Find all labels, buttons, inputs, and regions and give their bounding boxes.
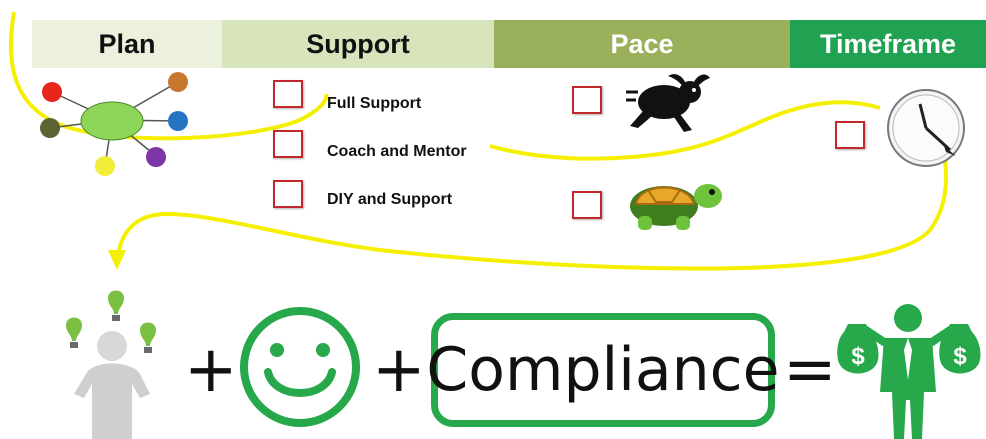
compliance-label: Compliance [426,335,780,405]
checkbox-slow-pace[interactable] [572,191,602,219]
header-plan: Plan [32,20,222,68]
clock-icon [887,89,965,167]
turtle-icon [630,184,722,230]
checkbox-full-support[interactable] [273,80,303,108]
thinking-person-icon [66,290,156,439]
path-arrowhead [108,250,126,270]
money-symbol-right: $ [953,343,967,370]
mind-map-icon [40,72,188,176]
plus-sign-2: + [372,333,426,407]
yellow-path-3 [115,159,949,271]
label-full-support: Full Support [327,95,422,112]
plus-sign-1: + [184,333,238,407]
label-diy-support: DIY and Support [327,191,453,208]
header-pace: Pace [494,20,790,68]
checkbox-fast-pace[interactable] [572,86,602,114]
equals-sign: = [783,333,837,407]
header-timeframe: Timeframe [790,20,986,68]
checkbox-coach-mentor[interactable] [273,130,303,158]
checkbox-timeframe[interactable] [835,121,865,149]
header-support: Support [222,20,494,68]
label-coach-mentor: Coach and Mentor [327,143,467,160]
rabbit-icon [626,74,710,132]
money-person-icon: $ $ [837,304,981,439]
money-symbol-left: $ [851,343,865,370]
checkbox-diy-support[interactable] [273,180,303,208]
yellow-path [8,11,329,141]
compliance-box: Compliance [426,313,780,427]
smiley-icon [240,307,360,427]
yellow-path-2 [489,100,881,161]
